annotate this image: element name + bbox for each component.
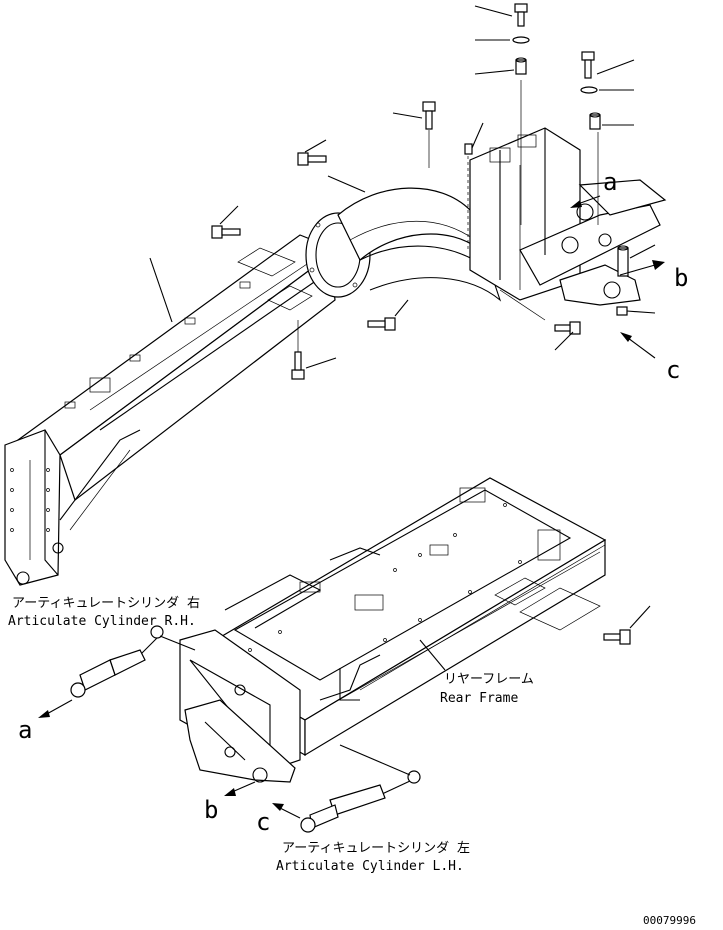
bolt-icon [392, 101, 436, 168]
cylinder-lh [300, 744, 421, 833]
bolts-upper [149, 3, 656, 380]
callout-arrows-lower [38, 699, 301, 819]
callout-a-bottom: a [18, 716, 32, 744]
rh-cylinder-label-en: Articulate Cylinder R.H. [8, 614, 196, 629]
bolt-icon [603, 605, 651, 645]
bolt-icon [297, 139, 366, 193]
bolt-icon [367, 299, 409, 331]
callout-c-bottom: c [256, 808, 270, 836]
washer-icon [580, 86, 634, 94]
bolt-icon [291, 320, 337, 380]
rear-frame-label-jp: リヤーフレーム [444, 672, 534, 687]
rear-frame [179, 477, 607, 783]
callout-b-top: b [674, 264, 688, 292]
rear-frame-label-en: Rear Frame [440, 691, 518, 706]
callout-a-top: a [603, 168, 617, 196]
bolt-icon [499, 289, 581, 351]
callout-b-bottom: b [204, 796, 218, 824]
bolt-icon [616, 306, 656, 316]
lh-cylinder-label-jp: アーティキュレートシリンダ 左 [282, 841, 470, 856]
cylinder-rh [70, 625, 196, 698]
washer-icon [475, 36, 530, 44]
bolt-icon [211, 205, 241, 239]
clip-icon [464, 122, 484, 250]
lh-cylinder-label-en: Articulate Cylinder L.H. [276, 859, 464, 874]
callout-c-top: c [666, 356, 680, 384]
deck-holes [248, 503, 522, 652]
spacer-icon [589, 112, 634, 225]
bolt-icon [581, 51, 635, 79]
callout-arrows-upper [570, 195, 665, 359]
drawing-number: 00079996 [643, 914, 696, 927]
end-plate-holes [10, 468, 50, 532]
rh-cylinder-label-jp: アーティキュレートシリンダ 右 [12, 596, 200, 611]
bolt-icon [474, 3, 528, 27]
arm-clips [64, 281, 251, 409]
front-frame [4, 127, 667, 586]
spacer-icon [474, 57, 527, 225]
